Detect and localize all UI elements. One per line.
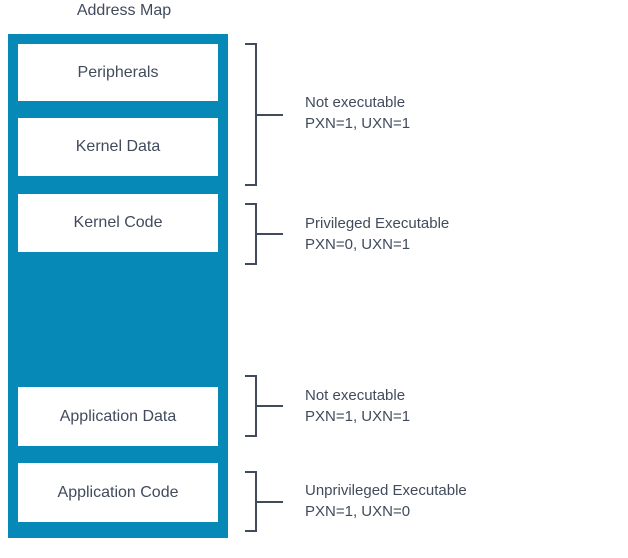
memory-block-application-data: Application Data (18, 387, 218, 446)
address-map-column: Peripherals Kernel Data Kernel Code Appl… (8, 34, 228, 538)
bracket-application-code (245, 471, 283, 532)
bracket-peripherals-kernel-data (245, 43, 283, 186)
annotation-line: PXN=0, UXN=1 (305, 236, 411, 253)
annotation-not-executable-lower: Not executable PXN=1, UXN=1 (305, 385, 410, 427)
bracket-tick (255, 233, 283, 235)
annotation-unprivileged-executable: Unprivileged Executable PXN=1, UXN=0 (305, 480, 467, 522)
annotation-line: Unprivileged Executable (305, 482, 467, 499)
annotation-line: Privileged Executable (305, 215, 450, 232)
memory-block-label: Application Code (57, 483, 179, 501)
memory-block-kernel-code: Kernel Code (18, 194, 218, 252)
bracket-tick (255, 500, 283, 503)
annotation-not-executable-upper: Not executable PXN=1, UXN=1 (305, 92, 410, 134)
bracket-kernel-code (245, 203, 283, 265)
memory-block-kernel-data: Kernel Data (18, 118, 218, 176)
diagram-title: Address Map (76, 2, 172, 19)
memory-block-label: Kernel Data (75, 138, 161, 155)
annotation-privileged-executable: Privileged Executable PXN=0, UXN=1 (305, 213, 449, 255)
annotation-line: PXN=1, UXN=1 (305, 408, 411, 425)
annotation-line: Not executable (305, 387, 406, 404)
memory-block-label: Kernel Code (73, 214, 163, 231)
memory-block-label: Peripherals (77, 63, 159, 81)
bracket-application-data (245, 375, 283, 437)
memory-block-label: Application Data (59, 407, 177, 425)
annotation-line: PXN=1, UXN=1 (305, 115, 411, 132)
memory-block-application-code: Application Code (18, 463, 218, 522)
bracket-tick (255, 405, 283, 407)
memory-block-peripherals: Peripherals (18, 44, 218, 101)
bracket-tick (255, 113, 283, 116)
annotation-line: Not executable (305, 94, 406, 111)
annotation-line: PXN=1, UXN=0 (305, 503, 411, 520)
